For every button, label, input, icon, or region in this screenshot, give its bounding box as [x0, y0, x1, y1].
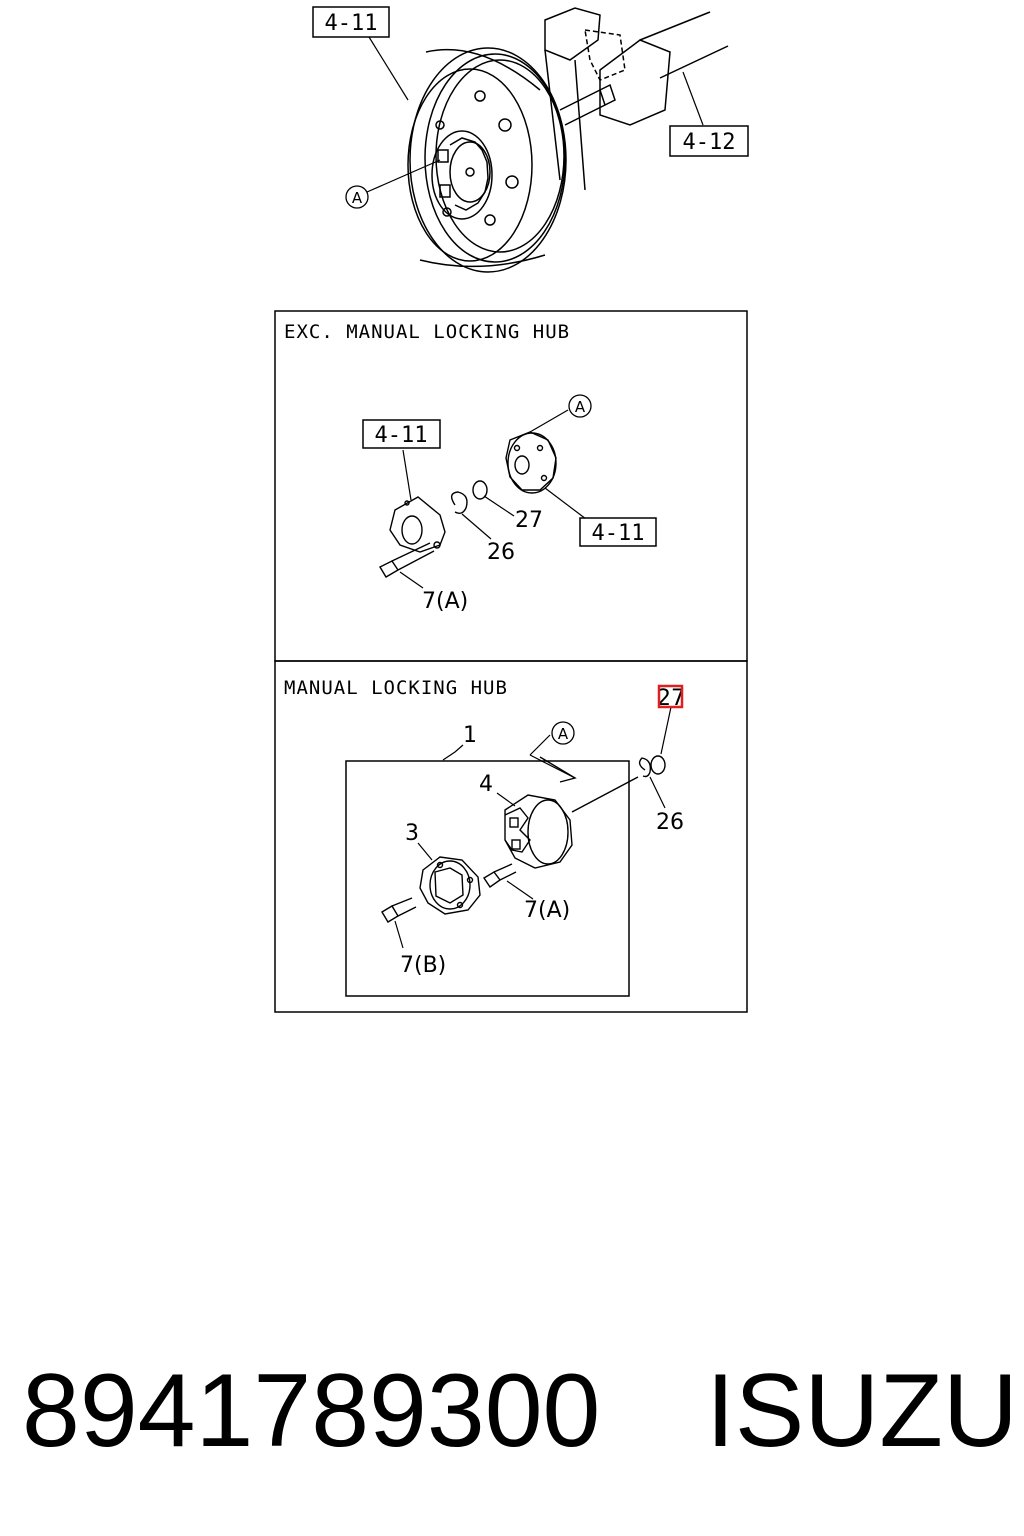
top-callout-a[interactable]: A — [345, 185, 369, 209]
exc-ref-flange-label: 4-11 — [592, 521, 645, 546]
top-ref-hub-label: 4-11 — [325, 11, 378, 36]
panel-manual-title: MANUAL LOCKING HUB — [284, 677, 508, 699]
brake-drum-drawing — [407, 47, 567, 273]
top-assembly-view — [407, 7, 729, 273]
manual-leaders — [394, 706, 672, 949]
assembly-1-box — [345, 760, 630, 997]
manual-label-7b: 7(B) — [400, 953, 446, 978]
highlight-box-27 — [657, 684, 684, 709]
top-ref-shaft-box[interactable]: 4-12 — [669, 125, 749, 157]
exc-label-27: 27 — [515, 508, 543, 533]
manual-callout-a-label: A — [558, 725, 569, 743]
exc-parts-drawing — [379, 431, 557, 578]
exc-callout-a[interactable]: A — [568, 394, 592, 418]
exc-ref-hub-label: 4-11 — [375, 423, 428, 448]
top-callout-a-label: A — [352, 189, 363, 207]
exc-callout-a-label: A — [575, 398, 586, 416]
hub-flange-drawing — [431, 130, 493, 220]
panel-exc-manual-locking-hub: EXC. MANUAL LOCKING HUB — [274, 310, 748, 662]
manual-label-4: 4 — [479, 772, 493, 797]
top-leaders — [366, 36, 704, 193]
panel-exc-title: EXC. MANUAL LOCKING HUB — [284, 321, 570, 343]
exc-label-7a: 7(A) — [422, 589, 468, 614]
exc-leaders — [399, 409, 587, 589]
manual-label-26: 26 — [656, 810, 684, 835]
panel-exc-frame — [274, 310, 748, 662]
top-ref-hub-box[interactable]: 4-11 — [312, 6, 390, 38]
manual-label-3: 3 — [405, 821, 419, 846]
exc-label-26: 26 — [487, 540, 515, 565]
part-number: 8941789300 — [22, 1353, 600, 1469]
brand-name: ISUZU — [706, 1353, 1018, 1469]
top-ref-shaft-label: 4-12 — [683, 130, 736, 155]
panel-manual-locking-hub: MANUAL LOCKING HUB — [274, 660, 748, 1013]
manual-parts-drawing — [381, 755, 666, 923]
panel-manual-frame — [274, 660, 748, 1013]
manual-label-7a: 7(A) — [524, 898, 570, 923]
manual-callout-a[interactable]: A — [551, 721, 575, 745]
exc-ref-hub-box[interactable]: 4-11 — [362, 419, 441, 449]
exc-ref-flange-box[interactable]: 4-11 — [579, 517, 657, 547]
manual-label-1: 1 — [463, 723, 477, 748]
axle-shaft-drawing — [544, 7, 729, 191]
